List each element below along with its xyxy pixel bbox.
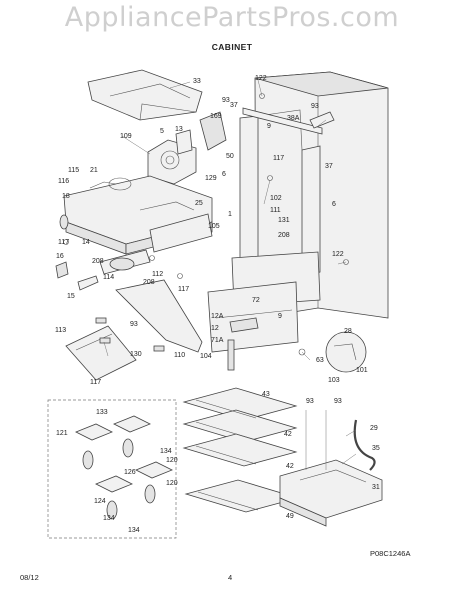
callout-label: 42: [286, 463, 294, 470]
callout-label: 42: [284, 431, 292, 438]
callout-label: 208: [278, 232, 290, 239]
callout-label: 72: [252, 297, 260, 304]
callout-label: 37: [230, 102, 238, 109]
callout-label: 25: [195, 200, 203, 207]
callout-label: 43: [262, 391, 270, 398]
callout-label: 208: [143, 279, 155, 286]
callout-label: 93: [306, 398, 314, 405]
callout-label: 50: [226, 153, 234, 160]
callout-label: 16: [56, 253, 64, 260]
callout-label: 101: [356, 367, 368, 374]
casters-inset: [47, 399, 177, 539]
callout-label: 9: [267, 123, 271, 130]
callout-label: 131: [278, 217, 290, 224]
cabinet-shell: [231, 71, 389, 319]
callout-label: 126: [124, 469, 136, 476]
wire-shelves: [182, 387, 300, 513]
callout-label: 18: [62, 193, 70, 200]
bottom-rail: [65, 325, 137, 381]
callout-label: 103: [328, 377, 340, 384]
page-title: CABINET: [211, 42, 253, 52]
callout-label: 110: [174, 352, 185, 359]
drain-pan: [279, 419, 383, 527]
callout-label: 37: [325, 163, 333, 170]
callout-label: 117: [273, 155, 284, 162]
callout-label: 6: [222, 171, 226, 178]
callout-label: 113: [55, 327, 66, 334]
grille-panel: [99, 213, 213, 275]
callout-label: 38A: [287, 115, 300, 122]
callout-label: 117: [58, 239, 69, 246]
callout-label: 13: [175, 126, 183, 133]
callout-label: 104: [200, 353, 212, 360]
fasteners: [95, 93, 349, 371]
callout-label: 29: [370, 425, 378, 432]
callout-label: 117: [90, 379, 101, 386]
callout-label: 102: [270, 195, 282, 202]
callout-label: 93: [222, 97, 230, 104]
callout-label: 105: [208, 223, 220, 230]
callout-label: 28: [344, 328, 352, 335]
callout-label: 63: [316, 357, 324, 364]
callout-label: 120: [166, 457, 178, 464]
callout-label: 169: [210, 113, 222, 120]
callout-label: 21: [90, 167, 98, 174]
callout-label: 33: [193, 78, 201, 85]
callout-label: 15: [67, 293, 75, 300]
detail-circle: [325, 331, 367, 373]
watermark: AppliancePartsPros.com: [64, 2, 400, 33]
callout-label: 121: [56, 430, 68, 437]
callout-label: 9: [278, 313, 282, 320]
callout-label: 124: [94, 498, 106, 505]
callout-label: 115: [68, 167, 79, 174]
callout-label: 208: [92, 258, 104, 265]
diagram-code: P08C1246A: [370, 549, 411, 558]
footer-page-number: 4: [228, 573, 233, 582]
callout-label: 116: [58, 178, 69, 185]
callout-label: 31: [372, 484, 380, 491]
callout-label: 112: [152, 271, 163, 278]
footer-date: 08/12: [20, 573, 39, 582]
callout-label: 12A: [211, 313, 224, 320]
callout-label: 114: [103, 274, 114, 281]
callout-label: 122: [332, 251, 344, 258]
callout-label: 49: [286, 513, 294, 520]
callout-label: 1: [228, 211, 232, 218]
callout-label: 120: [166, 480, 178, 487]
callout-label: 130: [130, 351, 142, 358]
callout-label: 93: [130, 321, 138, 328]
callout-label: 12: [211, 325, 219, 332]
top-cover: [87, 69, 203, 121]
callout-label: 122: [255, 75, 267, 82]
callout-label: 93: [311, 103, 319, 110]
leader-lines: [103, 79, 357, 470]
callout-label: 109: [120, 133, 132, 140]
callout-label: 134: [128, 527, 140, 534]
callout-label: 117: [178, 286, 189, 293]
callout-label: 71A: [211, 337, 224, 344]
callout-label: 6: [332, 201, 336, 208]
small-parts-left: [55, 214, 183, 291]
kickplate: [115, 279, 299, 353]
callout-label: 134: [103, 515, 115, 522]
callout-label: 111: [270, 207, 281, 214]
fan-bracket: [147, 111, 227, 185]
callout-label: 35: [372, 445, 380, 452]
callout-label: 133: [96, 409, 108, 416]
callout-label: 5: [160, 128, 164, 135]
callout-label: 134: [160, 448, 172, 455]
callout-label: 14: [82, 239, 90, 246]
callout-label: 129: [205, 175, 217, 182]
callout-label: 93: [334, 398, 342, 405]
top-rail: [242, 107, 335, 135]
